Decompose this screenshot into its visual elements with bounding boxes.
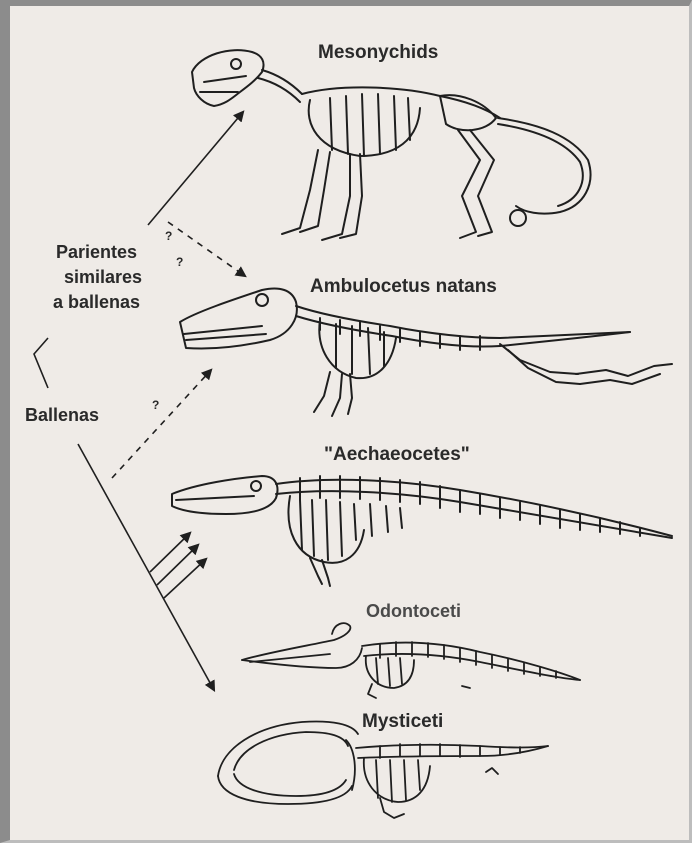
- taxon-label-mesonychids: Mesonychids: [318, 42, 438, 63]
- branch-whales-main: [78, 444, 214, 690]
- taxon-label-archaeocetes: "Aechaeocetes": [324, 444, 470, 465]
- phylogeny-branches: [34, 112, 245, 690]
- taxon-label-mysticeti: Mysticeti: [362, 711, 443, 732]
- uncertain-mark-2: ?: [176, 255, 183, 269]
- taxon-label-odontoceti: Odontoceti: [366, 601, 461, 621]
- root-bracket: [34, 338, 48, 388]
- relatives-label-line3: a ballenas: [53, 292, 140, 312]
- branch-archaeocetes-1: [150, 533, 190, 572]
- ambulocetus-skeleton-illustration: [180, 289, 672, 417]
- relatives-label-line1: Parientes: [56, 242, 137, 262]
- branch-whales-to-ambulocetus: [112, 370, 211, 478]
- branch-archaeocetes-2: [157, 545, 198, 585]
- uncertain-mark-1: ?: [165, 229, 172, 243]
- branch-archaeocetes-3: [164, 559, 206, 598]
- odontocete-skeleton-illustration: [242, 623, 580, 698]
- branch-mesonychids: [148, 112, 243, 225]
- relatives-label-line2: similares: [64, 267, 142, 287]
- taxon-label-ambulocetus: Ambulocetus natans: [310, 276, 497, 297]
- mysticete-skeleton-illustration: [218, 722, 548, 819]
- uncertain-mark-3: ?: [152, 398, 159, 412]
- mesonychid-skeleton-illustration: [192, 50, 590, 240]
- whales-label: Ballenas: [25, 405, 99, 425]
- archaeocete-skeleton-illustration: [172, 476, 672, 586]
